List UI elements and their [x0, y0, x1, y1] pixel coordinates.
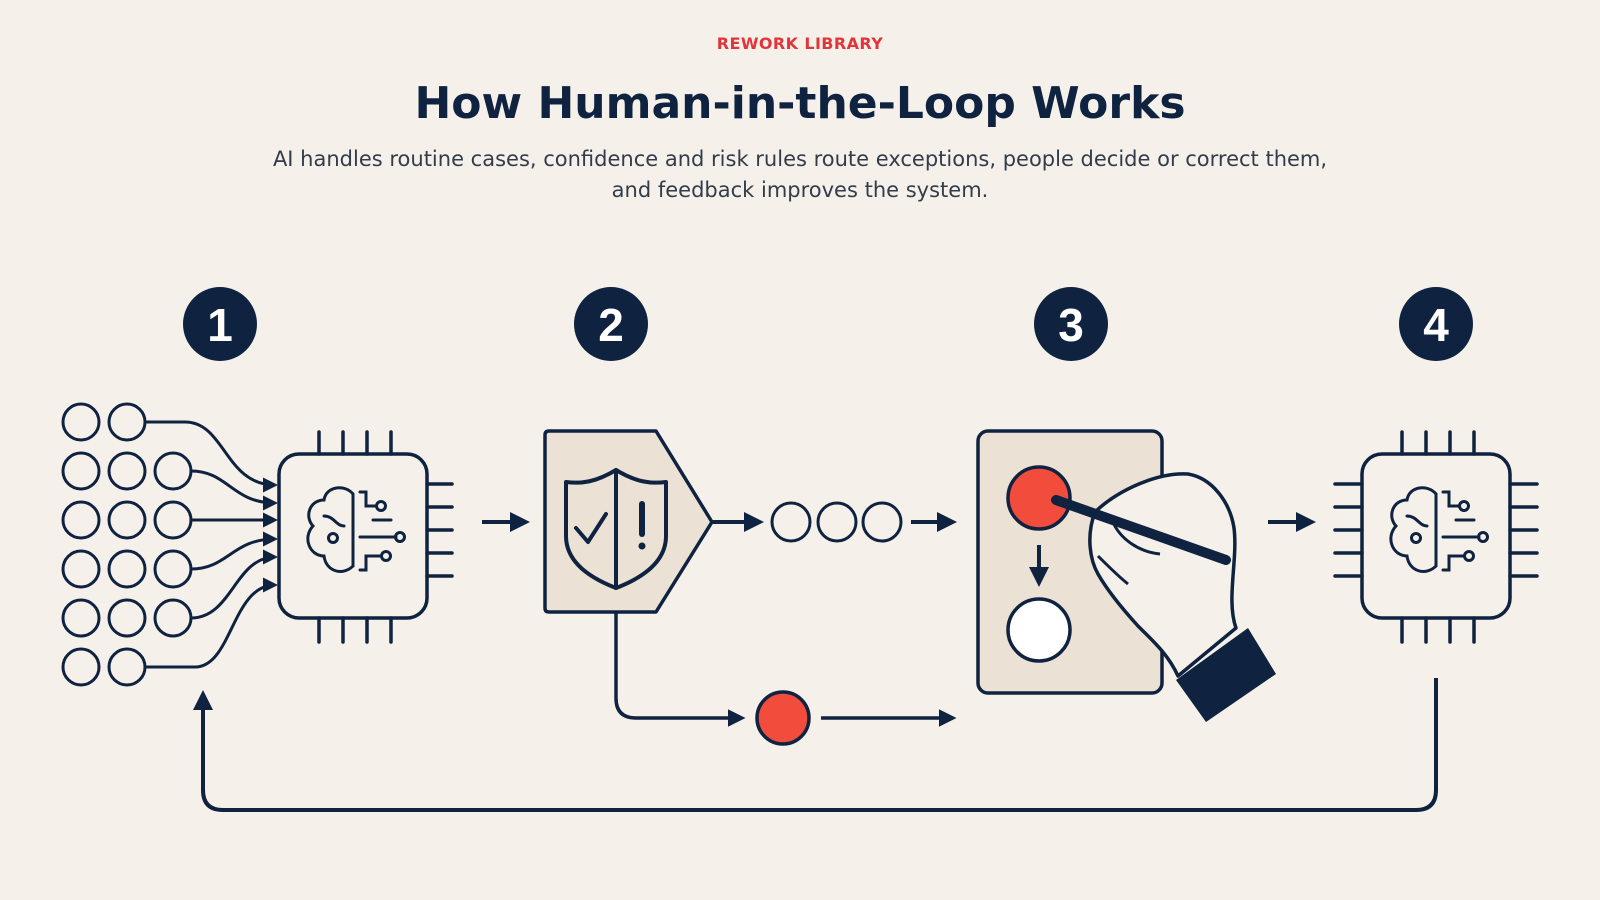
exception-case-icon — [755, 690, 811, 746]
human-review-hand-icon — [1051, 472, 1276, 722]
pen-icon — [1051, 495, 1231, 565]
flagged-case-icon — [1006, 465, 1072, 531]
brain-icon-2 — [1389, 486, 1489, 573]
ai-chip-icon-1 — [277, 430, 454, 644]
step-badge-1: 1 — [183, 287, 257, 361]
step-number-3: 3 — [1058, 299, 1084, 351]
sleeve-cuff — [1176, 628, 1276, 722]
shield-check-alert-icon — [564, 468, 668, 590]
ai-chip-icon-2 — [1333, 430, 1539, 644]
brain-icon-1 — [306, 486, 406, 573]
confidence-risk-gate — [543, 429, 714, 614]
step-badge-4: 4 — [1399, 287, 1473, 361]
input-cases-grid-icon — [61, 402, 193, 687]
step-badge-2: 2 — [574, 287, 648, 361]
page-title: How Human-in-the-Loop Works — [414, 78, 1186, 129]
feedback-loop-arrow — [193, 678, 1438, 812]
step-number-2: 2 — [598, 299, 624, 351]
page-subtitle: AI handles routine cases, confidence and… — [230, 144, 1370, 206]
subtitle-line-1: AI handles routine cases, confidence and… — [272, 147, 1328, 171]
input-connector-lines — [145, 420, 278, 669]
corrected-case-icon — [1006, 597, 1072, 663]
step-number-1: 1 — [207, 299, 233, 351]
routine-cases-icon — [770, 501, 903, 543]
step-number-4: 4 — [1423, 299, 1449, 351]
exception-path-arrow — [614, 612, 746, 727]
subtitle-line-2: and feedback improves the system. — [611, 178, 989, 202]
step-badge-3: 3 — [1034, 287, 1108, 361]
eyebrow-label: REWORK LIBRARY — [716, 34, 884, 53]
